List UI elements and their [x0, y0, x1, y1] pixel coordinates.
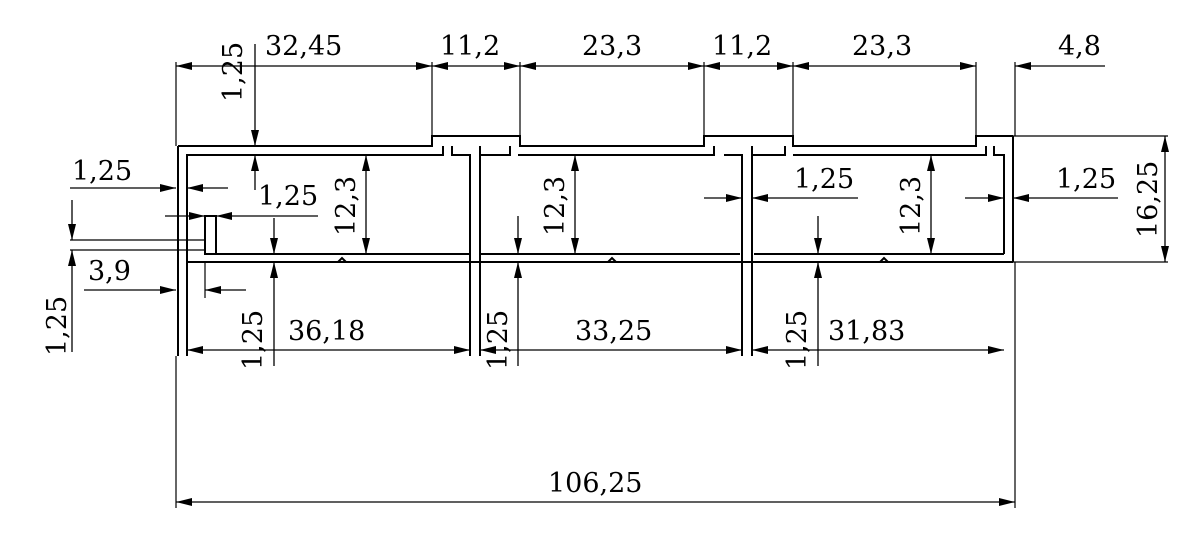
dim-top-width-1: 32,45: [265, 31, 342, 62]
dim-height-total: 16,25: [1133, 161, 1164, 238]
dim-total-width: 106,25: [548, 468, 642, 499]
dim-top-width-2: 23,3: [582, 31, 642, 62]
dim-floor-1: 1,25: [238, 310, 269, 370]
dim-wall-right: 1,25: [1056, 164, 1116, 195]
dim-top-width-3: 23,3: [852, 31, 912, 62]
dim-top-gap-2: 11,2: [712, 31, 772, 62]
chamber-1: [186, 146, 471, 356]
chamber-3: [751, 146, 1005, 356]
dim-height-3: 12,3: [896, 176, 927, 236]
dim-wall-left: 1,25: [72, 156, 132, 187]
profile-tongue: [204, 215, 217, 255]
dim-floor-2: 1,25: [483, 310, 514, 370]
dim-top-lip-left: 1,25: [218, 42, 249, 102]
dim-height-2: 12,3: [540, 176, 571, 236]
dimension-labels: 32,45 11,2 23,3 11,2 23,3 4,8 1,25 1,25 …: [42, 31, 1164, 499]
dim-top-edge-right: 4,8: [1058, 31, 1101, 62]
dim-bay-1: 36,18: [288, 316, 365, 347]
dimension-lines: [68, 44, 1169, 506]
dim-top-gap-1: 11,2: [440, 31, 500, 62]
dim-wall-inner: 1,25: [258, 181, 318, 212]
dim-wall-middle: 1,25: [794, 164, 854, 195]
dim-tongue-thickness: 1,25: [42, 296, 73, 356]
extension-lines: [70, 62, 1168, 508]
profile-outline: [177, 135, 1014, 356]
chamber-2: [479, 146, 743, 356]
dim-bay-2: 33,25: [575, 316, 652, 347]
dim-floor-3: 1,25: [782, 310, 813, 370]
profile-top-edge: [178, 135, 1013, 147]
dim-tongue-width: 3,9: [88, 256, 131, 287]
dim-height-1: 12,3: [331, 176, 362, 236]
dim-bay-3: 31,83: [828, 316, 905, 347]
